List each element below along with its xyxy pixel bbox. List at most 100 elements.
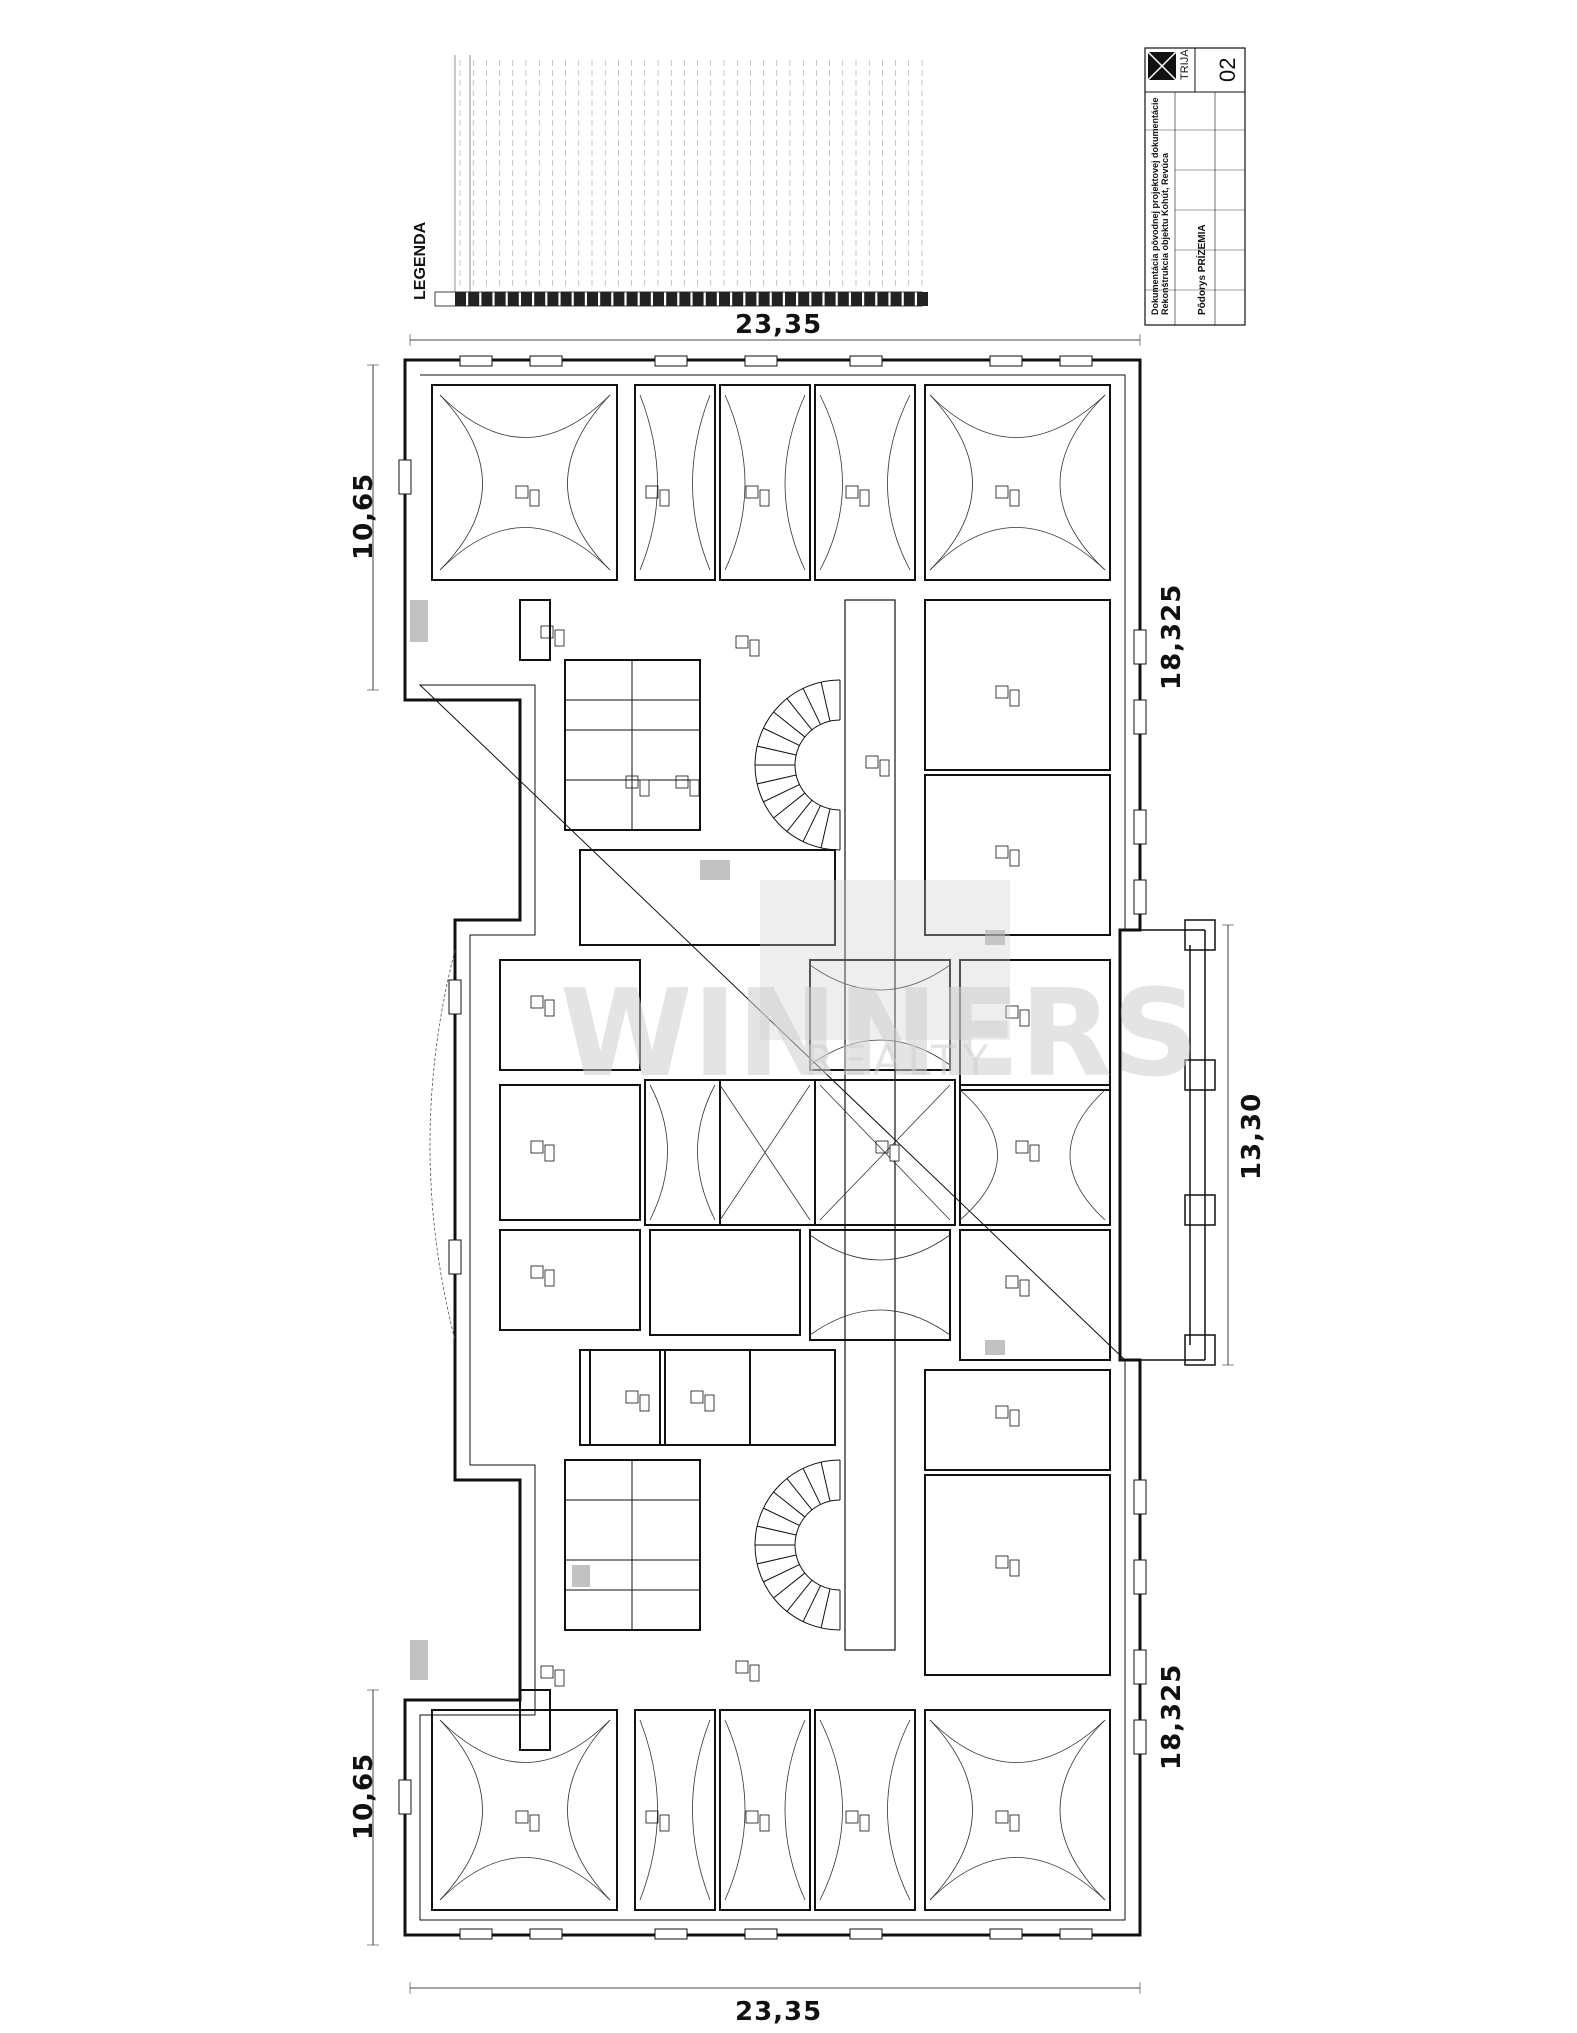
stair-step (773, 1572, 806, 1599)
sheet-number: 02 (1215, 58, 1240, 82)
watermark-tagline: REALTY (805, 1036, 994, 1085)
window (448, 979, 462, 1015)
vault-curves (439, 394, 1106, 1901)
window (1133, 629, 1147, 665)
legend-row-number (798, 292, 810, 306)
staircase-top (754, 679, 841, 851)
column-marker (735, 1660, 749, 1674)
column-marker (675, 775, 689, 789)
stair-step (773, 1491, 806, 1518)
window (654, 355, 688, 367)
room-number-tag (759, 489, 770, 507)
window (1133, 1479, 1147, 1515)
project-title: Dokumentácia pôvodnej projektovej dokume… (1150, 97, 1160, 315)
room-number-tag (1009, 489, 1020, 507)
legend-row-number (468, 292, 480, 306)
room-number-tag (554, 629, 565, 647)
column-marker (745, 1810, 759, 1824)
legend-row-number (903, 292, 915, 306)
column-marker (735, 635, 749, 649)
column-marker (540, 625, 554, 639)
room-number-tag (1019, 1279, 1030, 1297)
window (849, 1928, 883, 1940)
legend-row-number (494, 292, 506, 306)
legend-row-number (507, 292, 519, 306)
window (1133, 1719, 1147, 1755)
room-number-tag (704, 1394, 715, 1412)
room-number-tag (529, 1814, 540, 1832)
legend-row-number (824, 292, 836, 306)
column-marker (530, 1140, 544, 1154)
window (529, 1928, 563, 1940)
window (744, 1928, 778, 1940)
room-number-tag (759, 1814, 770, 1832)
stair-step (786, 698, 813, 731)
legend-row-number (851, 292, 862, 306)
window (744, 355, 778, 367)
window (459, 355, 493, 367)
room-number-tag (749, 639, 760, 657)
room-number-tag (1009, 849, 1020, 867)
stair-step (763, 784, 800, 803)
portico (1125, 919, 1216, 1366)
stair-step (773, 711, 806, 738)
stair-step (763, 1564, 800, 1583)
watermark-brand: WINNERS (560, 965, 1199, 1104)
room-number-tag (639, 779, 650, 797)
room-number-tag (544, 1144, 555, 1162)
window (1133, 809, 1147, 845)
column-marker (625, 775, 639, 789)
stair-step (820, 682, 831, 722)
room-number-tag (639, 1394, 650, 1412)
column-marker (995, 1555, 1009, 1569)
room-number-tag (1009, 1409, 1020, 1427)
column-marker (1015, 1140, 1029, 1154)
legend-row-number (521, 292, 532, 306)
column-marker (690, 1390, 704, 1404)
stair-step (820, 1588, 831, 1628)
dimension-right-top: 18,325 (1157, 584, 1187, 690)
column-marker (845, 485, 859, 499)
window (1133, 1559, 1147, 1595)
window (654, 1928, 688, 1940)
window (989, 355, 1023, 367)
legend-title: LEGENDA (412, 221, 429, 300)
legend-row-number (613, 292, 625, 306)
legend-row-number (666, 292, 678, 306)
legend-row-number (745, 292, 757, 306)
legend-row-number (837, 292, 849, 306)
building-outline (403, 358, 1142, 1937)
room-number-tag (659, 489, 670, 507)
window (398, 1779, 412, 1815)
hatched-areas (410, 600, 1005, 1680)
stair-step (802, 1468, 821, 1505)
column-marker (645, 485, 659, 499)
stair-step (820, 1462, 831, 1502)
column-marker (995, 1810, 1009, 1824)
dimension-lines (367, 334, 1234, 1994)
room-number-tag (859, 489, 870, 507)
room-number-tag (1009, 1814, 1020, 1832)
stair-step (763, 727, 800, 746)
legend-row-number (653, 292, 664, 306)
legend-row-number (639, 292, 651, 306)
watermark: WINNERS REALTY (560, 880, 1199, 1104)
dimension-top: 23,35 (735, 310, 822, 340)
window (448, 1239, 462, 1275)
stair-step (763, 1507, 800, 1526)
room-number-tag (1019, 1009, 1030, 1027)
window (1059, 1928, 1093, 1940)
legend-row-number (758, 292, 770, 306)
title-block: TRIJA 02 Dokumentácia pôvodnej projektov… (1144, 47, 1246, 326)
room-number-tag (1009, 689, 1020, 707)
stair-step (757, 1554, 797, 1565)
stair-step (786, 799, 813, 832)
column-marker (875, 1140, 889, 1154)
legend-row-number (811, 292, 823, 306)
dimension-right-mid: 13,30 (1237, 1093, 1267, 1180)
room-number-tag (554, 1669, 565, 1687)
legend-row-number (600, 292, 612, 306)
column-marker (530, 995, 544, 1009)
column-marker (1005, 1005, 1019, 1019)
